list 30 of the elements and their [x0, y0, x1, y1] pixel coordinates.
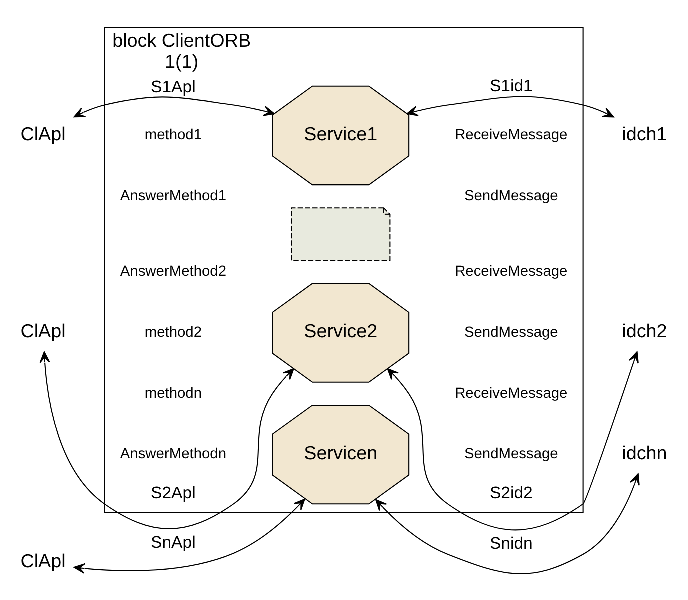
arrow: [74, 498, 306, 574]
node-text: idchn: [622, 442, 668, 464]
label: ReceiveMessage: [455, 127, 568, 144]
label: AnswerMethod2: [120, 264, 227, 280]
arrow: [387, 351, 639, 530]
arrow: [375, 473, 640, 574]
label: ReceiveMessage: [455, 385, 568, 402]
label: AnswerMethodn: [120, 446, 227, 462]
label: AnswerMethod1: [120, 188, 227, 204]
label: ReceiveMessage: [455, 264, 568, 280]
edge-label: S2Apl: [151, 483, 196, 502]
node-text: idch2: [622, 321, 668, 342]
label: SendMessage: [464, 446, 558, 462]
label: methodn: [144, 385, 202, 402]
label: SendMessage: [464, 324, 558, 340]
arrow: [406, 96, 614, 118]
edge-label: Snidn: [490, 534, 533, 553]
label: SendMessage: [464, 188, 558, 204]
node-text: ClApl: [20, 124, 66, 145]
edge-label: S2id2: [490, 483, 533, 502]
node-text: ClApl: [20, 321, 66, 342]
edge-label: S1Apl: [151, 76, 196, 96]
node-text: ClApl: [20, 551, 66, 572]
node-text: idch1: [622, 124, 668, 145]
arrow: [74, 96, 276, 118]
arrow: [40, 351, 294, 529]
label: method1: [144, 127, 202, 144]
label: method2: [144, 324, 202, 340]
edge-label: S1id1: [490, 76, 533, 95]
edge-label: SnApl: [151, 532, 196, 552]
